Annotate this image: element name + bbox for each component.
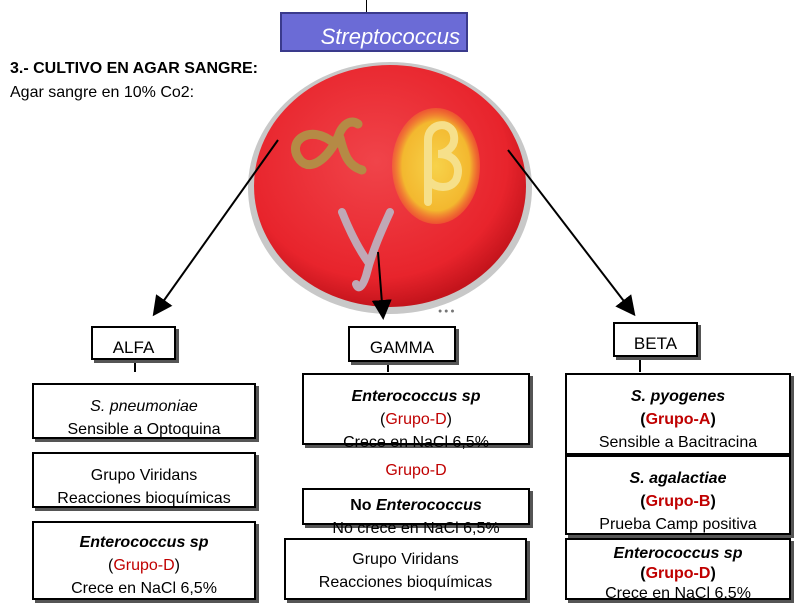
gamma-colony: [338, 208, 394, 292]
beta-card-agalactiae: S. agalactiae (Grupo-B) Prueba Camp posi…: [565, 455, 791, 535]
card-group: Grupo-D: [113, 557, 175, 574]
card-name: Enterococcus sp: [613, 545, 743, 562]
card-detail: Sensible a Bacitracina: [598, 434, 758, 451]
arrow-to-gamma: [371, 251, 392, 320]
gamma-label: GAMMA: [369, 338, 435, 357]
section-subheading: Agar sangre en 10% Co2:: [10, 84, 195, 101]
card-group: Grupo-A: [645, 411, 711, 428]
card-name: S. pyogenes: [630, 388, 726, 405]
card-group: Grupo-D: [645, 565, 711, 582]
card-name: Grupo Viridans: [352, 551, 459, 568]
card-group-line: (Grupo-B): [640, 493, 716, 510]
alfa-card-enterococcus: Enterococcus sp (Grupo-D) Crece en NaCl …: [32, 521, 256, 600]
card-name: Enterococcus sp: [351, 388, 481, 405]
card-group-line: (Grupo-D): [640, 565, 716, 582]
card-detail: Reacciones bioquímicas: [318, 574, 493, 591]
card-group: Grupo-D: [385, 462, 447, 479]
card-detail: Sensible a Optoquina: [67, 421, 221, 438]
card-name: Grupo Viridans: [90, 467, 198, 484]
blood-agar-plate-svg: ● ● ●: [248, 62, 532, 315]
title-box: Streptococcus: [280, 12, 468, 52]
gamma-label-box: GAMMA: [348, 326, 456, 362]
arrow-to-beta: [507, 149, 636, 317]
card-name: S. pneumoniae: [90, 398, 198, 415]
arrow-to-alfa: [152, 139, 279, 317]
card-detail: Crece en NaCl 6,5%: [71, 580, 217, 597]
card-name: S. agalactiae: [629, 470, 727, 487]
alfa-card-pneumoniae: S. pneumoniae Sensible a Optoquina: [32, 383, 256, 439]
card-group-line: (Grupo-A): [640, 411, 716, 428]
card-detail: Crece en NaCl 6,5%: [605, 585, 751, 602]
card-group: Grupo-B: [645, 493, 711, 510]
card-group: Grupo-D: [385, 411, 447, 428]
card-group-line: (Grupo-D): [107, 557, 180, 574]
alfa-label: ALFA: [112, 338, 155, 357]
card-detail: Prueba Camp positiva: [599, 516, 757, 533]
gamma-group-d-label: Grupo-D: [302, 459, 530, 483]
card-group-line: (Grupo-D): [379, 411, 452, 428]
title-connector: [366, 0, 367, 12]
gamma-card-enterococcus: Enterococcus sp (Grupo-D) Crece en NaCl …: [302, 373, 530, 451]
alfa-card-viridans: Grupo Viridans Reacciones bioquímicas: [32, 452, 256, 508]
alpha-colony: [291, 117, 367, 175]
alfa-label-box: ALFA: [91, 326, 176, 360]
card-name-line: No Enterococcus: [350, 497, 482, 514]
card-detail: Reacciones bioquímicas: [57, 490, 231, 507]
beta-card-enterococcus: Enterococcus sp (Grupo-D) Crece en NaCl …: [565, 538, 791, 602]
section-heading: 3.- CULTIVO EN AGAR SANGRE:: [10, 60, 259, 77]
gamma-card-no-enterococcus: No Enterococcus No crece en NaCl 6,5%: [302, 488, 530, 537]
card-detail: No crece en NaCl 6,5%: [332, 520, 500, 537]
gamma-card-viridans: Grupo Viridans Reacciones bioquímicas: [284, 538, 527, 600]
beta-label-box: BETA: [613, 322, 698, 357]
blood-agar-plate-image: ● ● ●: [240, 62, 540, 327]
image-watermark: ● ● ●: [438, 308, 455, 315]
beta-colony: [424, 121, 462, 206]
diagram-title: Streptococcus: [320, 24, 460, 49]
card-detail: Crece en NaCl 6,5%: [343, 434, 489, 451]
card-name: Enterococcus sp: [79, 534, 209, 551]
beta-card-pyogenes: S. pyogenes (Grupo-A) Sensible a Bacitra…: [565, 373, 791, 455]
beta-label: BETA: [633, 334, 678, 353]
